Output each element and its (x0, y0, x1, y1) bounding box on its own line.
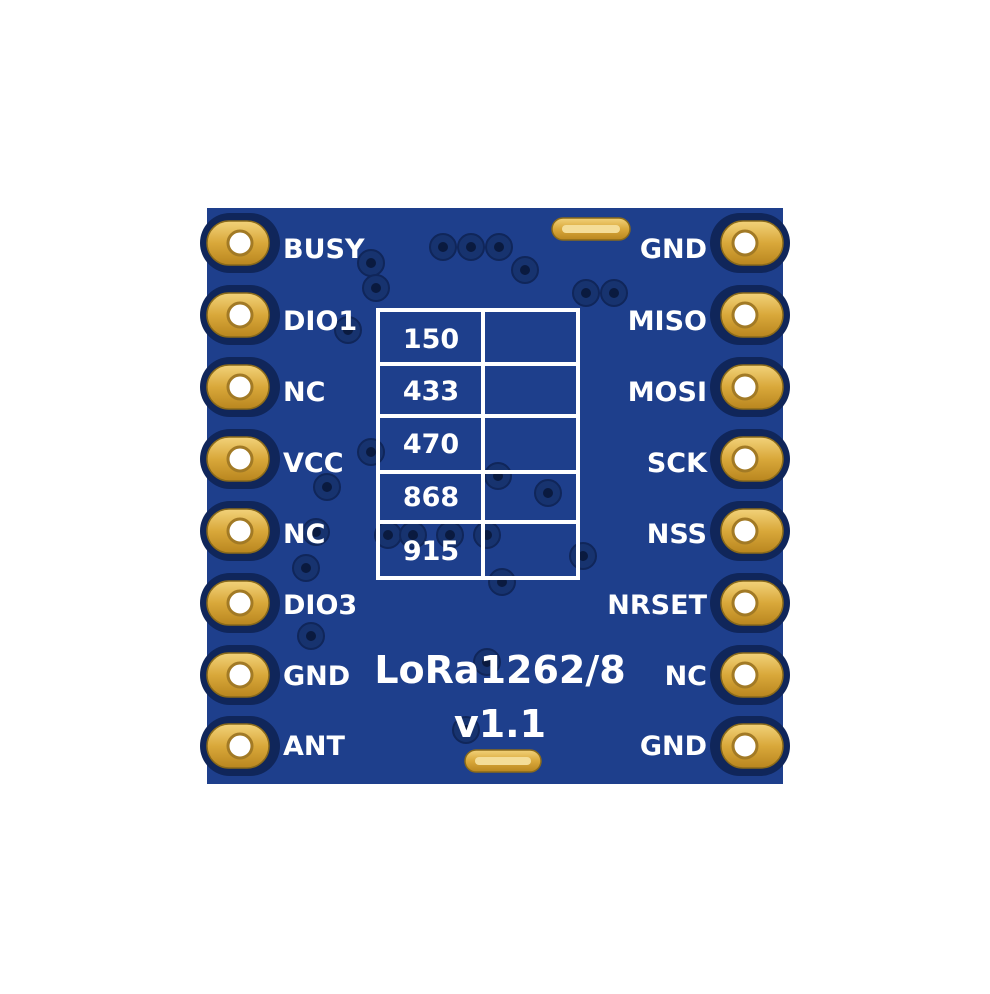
pin-label-right-4: SCK (646, 448, 707, 479)
via-10 (357, 438, 385, 466)
right-pad-2 (710, 285, 790, 345)
pin-label-left-4: VCC (283, 448, 344, 479)
model-name: LoRa1262/8 (374, 648, 626, 692)
via-19 (569, 542, 597, 570)
via-24 (452, 716, 480, 744)
right-castellated-pads (710, 213, 790, 776)
right-pad-5 (710, 501, 790, 561)
left-pad-8 (200, 716, 280, 776)
via-23 (473, 648, 501, 676)
via-21 (292, 554, 320, 582)
frequency-915: 915 (402, 536, 460, 567)
pcb-substrate (207, 208, 783, 784)
frequency-table-grid (376, 308, 580, 580)
pin-label-left-6: DIO3 (283, 590, 358, 621)
via-6 (511, 256, 539, 284)
left-pad-3 (200, 357, 280, 417)
via-4 (457, 233, 485, 261)
pin-label-right-1: GND (639, 234, 707, 265)
pin-label-right-5: NSS (646, 519, 707, 550)
via-17 (436, 521, 464, 549)
right-pad-1 (710, 213, 790, 273)
right-pad-4 (710, 429, 790, 489)
via-20 (488, 568, 516, 596)
right-pad-3 (710, 357, 790, 417)
pin-label-left-5: NC (283, 519, 326, 550)
left-pad-5 (200, 501, 280, 561)
right-pad-8 (710, 716, 790, 776)
frequency-868: 868 (402, 482, 460, 513)
via-7 (572, 279, 600, 307)
pin-label-right-3: MOSI (627, 377, 707, 408)
pin-label-left-2: DIO1 (283, 306, 358, 337)
via-3 (429, 233, 457, 261)
pin-label-left-8: ANT (283, 731, 345, 762)
via-11 (484, 462, 512, 490)
vias (292, 233, 628, 744)
via-2 (362, 274, 390, 302)
left-pad-1 (200, 213, 280, 273)
left-pad-6 (200, 573, 280, 633)
pin-label-right-8: GND (639, 731, 707, 762)
right-pad-6 (710, 573, 790, 633)
left-pad-7 (200, 645, 280, 705)
via-18 (473, 521, 501, 549)
via-12 (534, 479, 562, 507)
version-label: v1.1 (453, 702, 547, 746)
pin-label-left-1: BUSY (283, 234, 365, 265)
via-14 (302, 518, 330, 546)
via-8 (600, 279, 628, 307)
pin-label-right-2: MISO (627, 306, 707, 337)
via-13 (313, 473, 341, 501)
frequency-150: 150 (402, 324, 460, 355)
pin-label-right-6: NRSET (607, 590, 707, 621)
frequency-470: 470 (402, 429, 460, 460)
right-pad-7 (710, 645, 790, 705)
left-pad-2 (200, 285, 280, 345)
pin-label-right-7: NC (664, 661, 707, 692)
pin-label-left-3: NC (283, 377, 326, 408)
left-castellated-pads (200, 213, 280, 776)
via-22 (297, 622, 325, 650)
frequency-433: 433 (402, 376, 460, 407)
via-9 (334, 316, 362, 344)
pin-label-left-7: GND (283, 661, 351, 692)
left-pad-4 (200, 429, 280, 489)
via-5 (485, 233, 513, 261)
via-1 (357, 249, 385, 277)
